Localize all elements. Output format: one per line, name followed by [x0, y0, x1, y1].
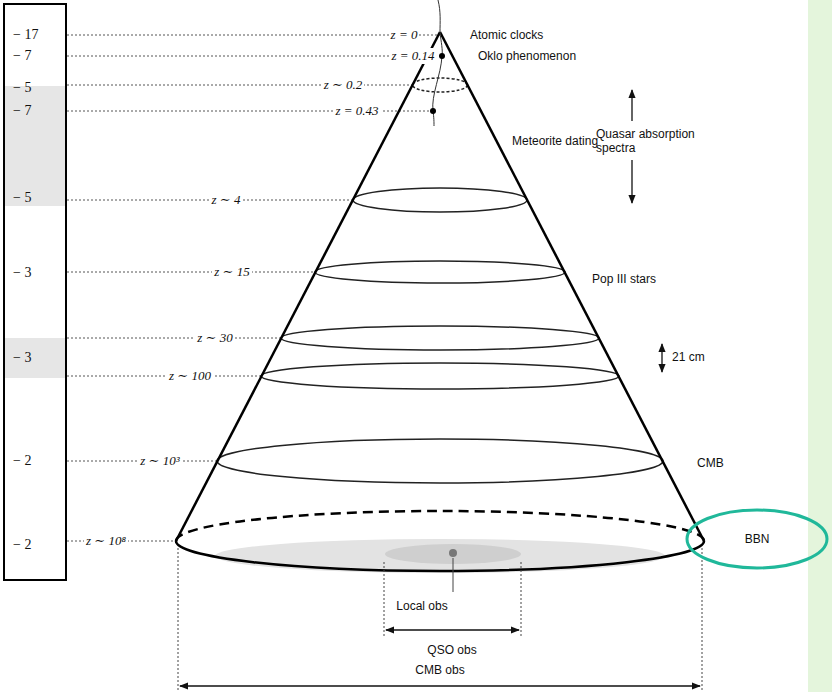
scale-value: − 3 [13, 265, 31, 281]
scale-value: − 2 [13, 453, 31, 469]
observation-label: CMB obs [415, 663, 464, 677]
highlight-ellipse: BBN [685, 508, 829, 570]
scale-shade [5, 338, 65, 378]
redshift-label: z ∼ 0.2 [322, 77, 365, 93]
redshift-label: z ∼ 10³ [138, 453, 181, 469]
scale-box: − 17 − 7 − 5 − 7 − 5 − 3 − 3 − 2 − 2 [3, 3, 67, 581]
scale-value: − 2 [13, 537, 31, 553]
scale-shade [5, 86, 65, 206]
observation-label: QSO obs [427, 643, 476, 657]
side-strip [808, 0, 832, 692]
obs-region [215, 539, 665, 573]
probe-label: Pop III stars [592, 272, 656, 286]
observation-label: Local obs [396, 599, 447, 613]
probe-label: CMB [697, 456, 724, 470]
probe-label: Quasar absorption spectra [596, 127, 708, 156]
local-dot [449, 549, 457, 557]
obs-guides [178, 548, 702, 690]
local-leader [453, 558, 454, 592]
scale-value: − 7 [13, 48, 31, 64]
event-dot [439, 53, 445, 59]
range-arrows [180, 90, 700, 686]
guide-lines [67, 35, 442, 541]
probe-label: Oklo phenomenon [478, 49, 576, 63]
redshift-label: z = 0.43 [333, 103, 380, 119]
scale-value: − 7 [13, 103, 31, 119]
scale-value: − 17 [13, 27, 38, 43]
redshift-label: z ∼ 10⁸ [84, 533, 128, 549]
redshift-label: z ∼ 30 [195, 330, 234, 346]
probe-label: Atomic clocks [470, 28, 543, 42]
node-label: BBN [745, 532, 770, 546]
scale-value: − 5 [13, 80, 31, 96]
probe-label: 21 cm [672, 350, 705, 364]
redshift-label: z ∼ 100 [167, 368, 213, 384]
redshift-label: z ∼ 15 [212, 264, 251, 280]
cone-outline [176, 32, 704, 571]
scale-value: − 5 [13, 190, 31, 206]
redshift-label: z = 0 [389, 27, 420, 43]
redshift-label: z = 0.14 [389, 48, 436, 64]
scale-value: − 3 [13, 350, 31, 366]
event-dot [430, 108, 436, 114]
redshift-label: z ∼ 4 [210, 192, 243, 208]
probe-label: Meteorite dating [512, 134, 598, 148]
highlight-outline [687, 510, 827, 568]
